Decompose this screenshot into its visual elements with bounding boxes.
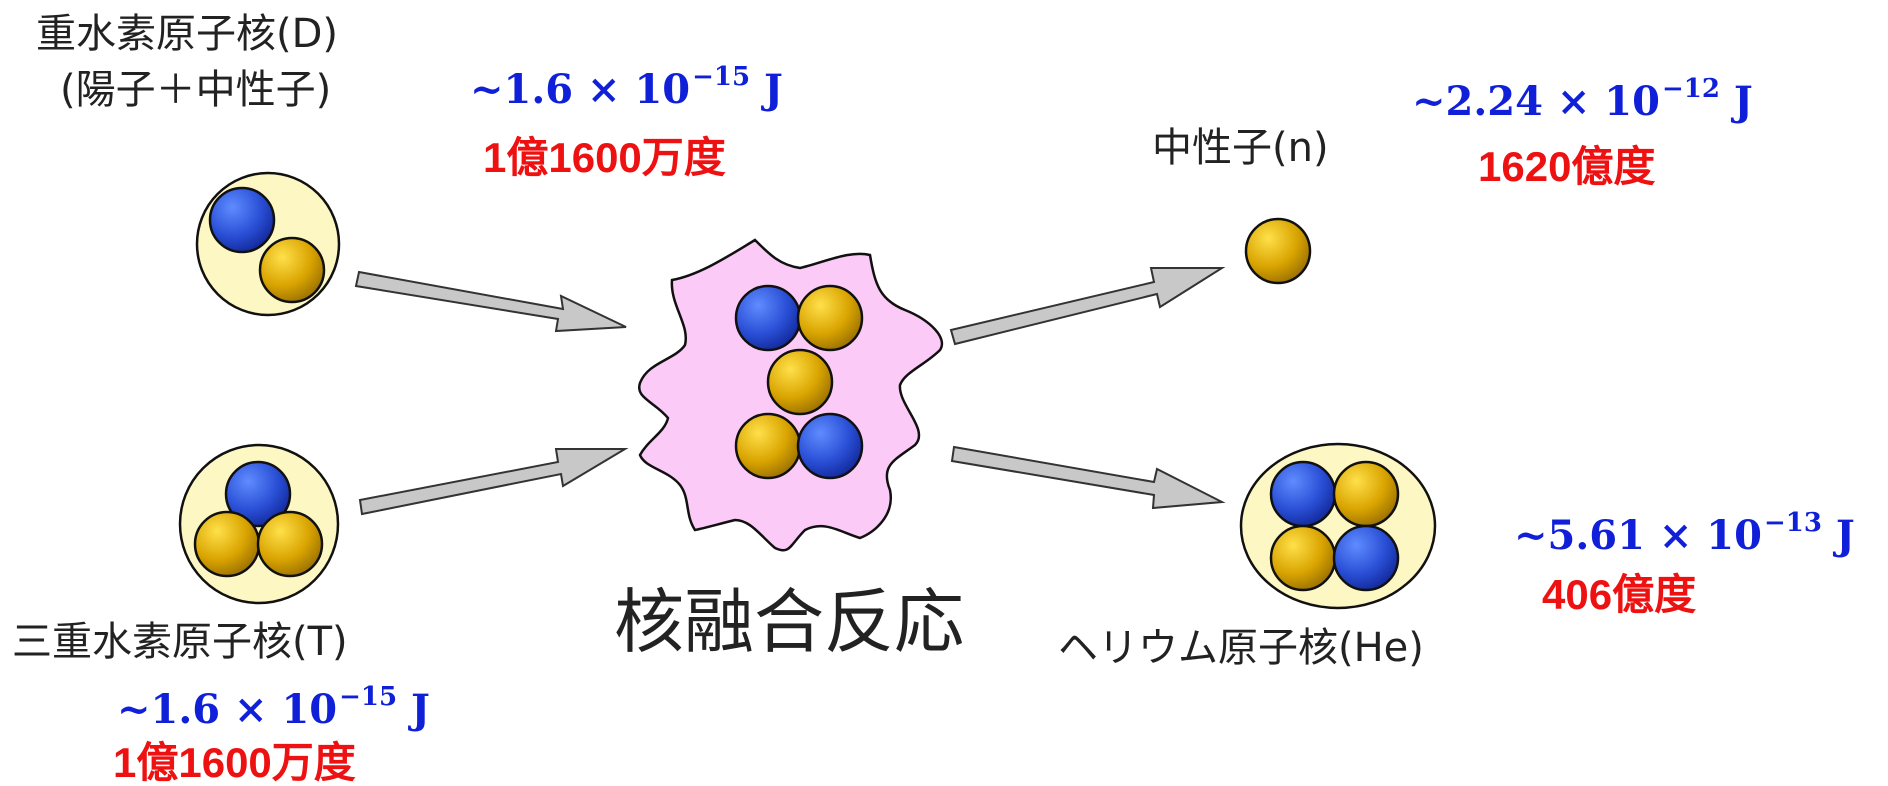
neutron-particle <box>258 236 326 304</box>
energy-exponent: −13 <box>1763 508 1822 538</box>
neutron-particle <box>766 348 834 416</box>
neutron-particle <box>1269 524 1337 592</box>
energy-unit: J <box>1733 78 1753 125</box>
energy-unit: J <box>411 686 430 733</box>
neutron-particle <box>1332 460 1400 528</box>
proton-particle <box>734 284 802 352</box>
helium-name: ヘリウム原子核(He) <box>1058 625 1424 671</box>
proton-particle <box>796 412 864 480</box>
reaction-particles <box>734 284 864 480</box>
energy-exponent: −15 <box>339 682 398 712</box>
neutron-particle <box>256 510 324 578</box>
energy-mantissa: ~2.24 × 10 <box>1412 78 1660 125</box>
deuterium-energy: ~1.6 × 10−15 J <box>470 64 783 110</box>
proton-particle <box>208 186 276 254</box>
proton-particle <box>1332 524 1400 592</box>
neutron-particle <box>734 412 802 480</box>
energy-mantissa: ~5.61 × 10 <box>1514 512 1762 559</box>
helium-nucleus <box>1239 442 1437 610</box>
neutron-temperature: 1620億度 <box>1478 143 1656 190</box>
deuterium-name: 重水素原子核(D) <box>36 11 339 57</box>
neutron-particle <box>1244 217 1312 285</box>
tritium-energy: ~1.6 × 10−15 J <box>117 684 430 730</box>
energy-mantissa: ~1.6 × 10 <box>117 686 338 733</box>
arrow-helium-out <box>950 445 1226 510</box>
deuterium-nucleus <box>195 171 341 317</box>
helium-energy: ~5.61 × 10−13 J <box>1514 510 1855 556</box>
neutron-energy: ~2.24 × 10−12 J <box>1412 76 1753 122</box>
arrow-tritium-in <box>358 448 629 516</box>
neutron-name: 中性子(n) <box>1152 125 1329 171</box>
arrow-neutron-out <box>949 267 1226 346</box>
helium-temperature: 406億度 <box>1542 571 1697 618</box>
deuterium-composition: (陽子＋中性子) <box>60 67 332 113</box>
energy-exponent: −12 <box>1661 74 1720 104</box>
proton-particle <box>224 460 292 528</box>
tritium-nucleus <box>178 443 340 605</box>
energy-unit: J <box>1835 512 1855 559</box>
energy-exponent: −15 <box>692 62 751 92</box>
arrow-deuterium-in <box>354 270 627 333</box>
proton-particle <box>1269 460 1337 528</box>
energy-mantissa: ~1.6 × 10 <box>470 66 691 113</box>
tritium-temperature: 1億1600万度 <box>113 739 356 786</box>
energy-unit: J <box>764 66 783 113</box>
neutron-particle <box>193 510 261 578</box>
reaction-label: 核融合反応 <box>614 581 964 663</box>
tritium-name: 三重水素原子核(T) <box>12 619 348 665</box>
neutron-particle <box>796 284 864 352</box>
deuterium-temperature: 1億1600万度 <box>483 134 726 181</box>
